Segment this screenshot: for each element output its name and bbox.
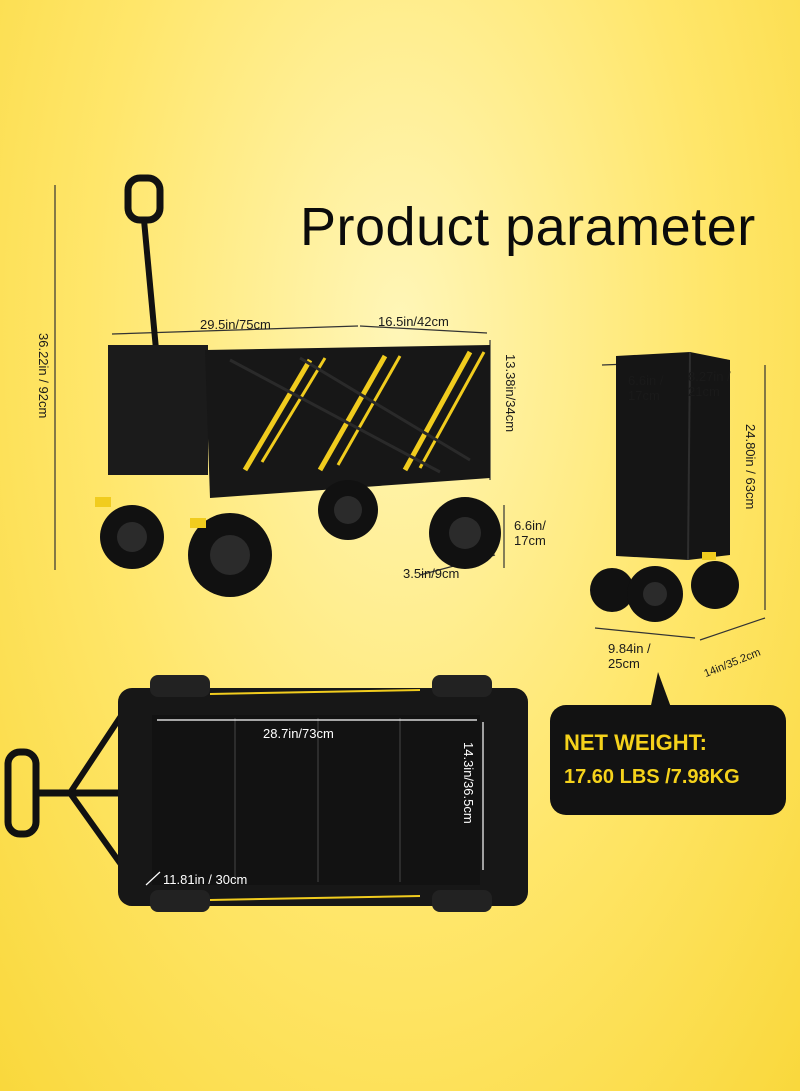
- folded-depth-label: 8.27in / 21cm: [688, 369, 731, 399]
- page-title: Product parameter: [300, 197, 756, 257]
- net-weight-box: NET WEIGHT: 17.60 LBS /7.98KG: [550, 705, 786, 815]
- wagon-side-view: [54, 174, 505, 597]
- folded-width-label: 6.6in / 17cm: [628, 373, 664, 403]
- inner-width-label: 14.3in/36.5cm: [461, 742, 476, 824]
- weight-pointer: [650, 672, 672, 710]
- wagon-top-view: [4, 675, 528, 912]
- bed-height-label: 13.38in/34cm: [503, 354, 518, 433]
- wheel-width-label: 3.5in/9cm: [403, 566, 460, 581]
- height-total-label: 36.22in / 92cm: [36, 333, 51, 419]
- handle-length-label: 11.81in / 30cm: [163, 872, 248, 887]
- wheel-diameter-label: 6.6in/ 17cm: [514, 518, 546, 548]
- length-label: 29.5in/75cm: [200, 317, 271, 332]
- inner-length-label: 28.7in/73cm: [263, 726, 334, 741]
- width-label: 16.5in/42cm: [378, 314, 449, 329]
- folded-height-label: 24.80in / 63cm: [743, 424, 758, 510]
- net-weight-label: NET WEIGHT:: [564, 730, 707, 755]
- folded-wagon: [590, 351, 766, 641]
- net-weight-value: 17.60 LBS /7.98KG: [564, 766, 740, 788]
- folded-base-width-label: 9.84in / 25cm: [608, 641, 651, 671]
